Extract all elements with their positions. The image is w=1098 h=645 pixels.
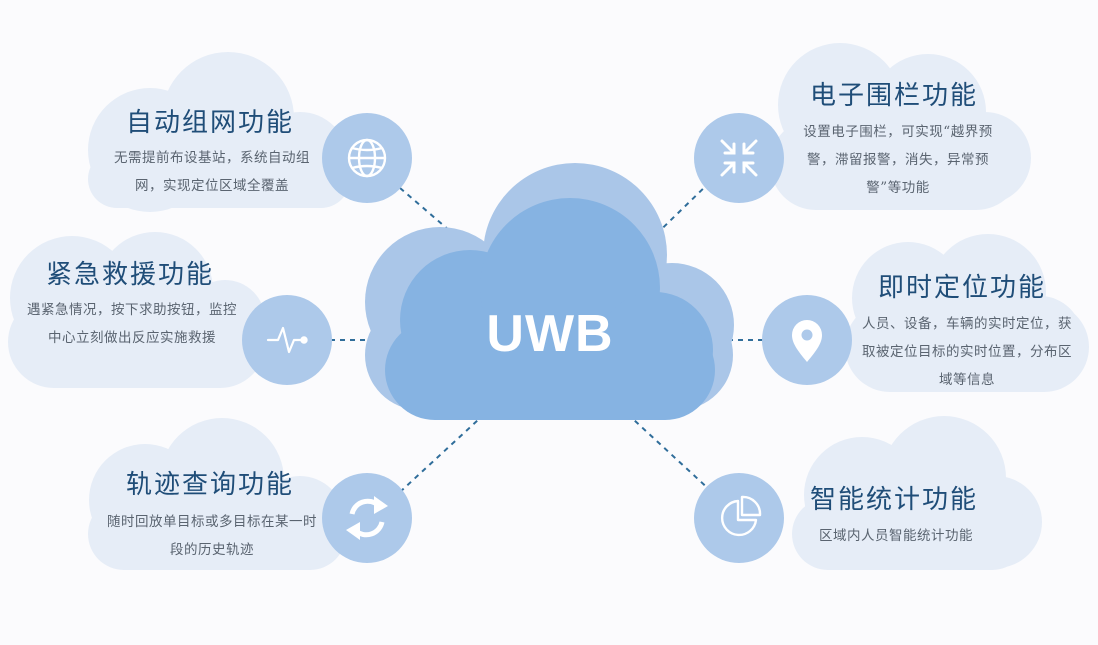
desc-auto-network: 无需提前布设基站，系统自动组网，实现定位区域全覆盖 (114, 150, 310, 194)
title-geofence: 电子围栏功能 (810, 81, 979, 111)
location-pin-icon (792, 320, 822, 362)
compress-arrows-icon (720, 139, 758, 177)
title-track-query: 轨迹查询功能 (126, 470, 295, 500)
pulse-icon (266, 326, 308, 354)
node-geofence (694, 113, 784, 203)
center-cloud (365, 163, 734, 420)
title-realtime-locate: 即时定位功能 (878, 273, 1047, 303)
connector-track-query (399, 419, 479, 493)
desc-realtime-locate: 人员、设备，车辆的实时定位，获取被定位目标的实时位置，分布区域等信息 (862, 316, 1072, 388)
cloud-geofence (770, 43, 1031, 210)
title-emergency: 紧急救援功能 (46, 260, 215, 290)
pie-chart-icon (720, 495, 762, 537)
desc-emergency: 遇紧急情况，按下求助按钮，监控中心立刻做出反应实施救援 (27, 302, 237, 346)
cloud-realtime-locate (845, 234, 1089, 392)
cloud-emergency (8, 232, 266, 388)
desc-track-query: 随时回放单目标或多目标在某一时段的历史轨迹 (107, 514, 317, 558)
refresh-icon (346, 496, 388, 540)
desc-geofence: 设置电子围栏，可实现“越界预警，滞留报警，消失，异常预警”等功能 (803, 124, 993, 196)
node-track-query (322, 473, 412, 563)
center-label: UWB (486, 305, 614, 363)
node-emergency (242, 295, 332, 385)
connector-auto-network (399, 187, 479, 256)
cloud-auto-network (88, 52, 350, 212)
cloud-smart-stats (792, 416, 1042, 570)
icon-nodes (242, 113, 852, 563)
background-clouds (8, 43, 1089, 570)
title-smart-stats: 智能统计功能 (810, 485, 979, 515)
title-auto-network: 自动组网功能 (126, 108, 295, 138)
node-realtime-locate (762, 295, 852, 385)
cloud-track-query (88, 418, 346, 570)
center-cloud-front (385, 198, 715, 420)
node-smart-stats (694, 473, 784, 563)
node-auto-network (322, 113, 412, 203)
desc-smart-stats: 区域内人员智能统计功能 (819, 528, 973, 544)
globe-icon (347, 138, 387, 178)
connector-smart-stats (633, 419, 713, 493)
